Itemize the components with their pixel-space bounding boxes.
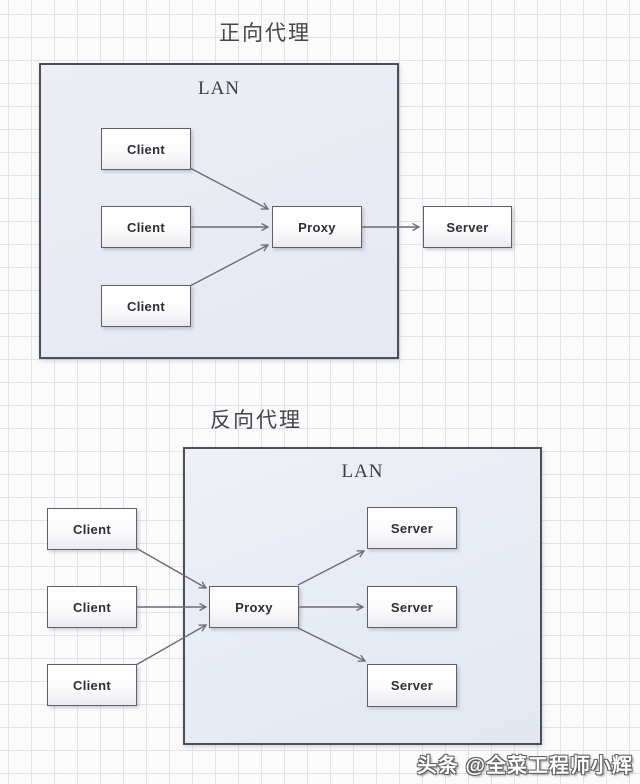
forward-lan-label: LAN xyxy=(197,78,241,99)
reverse-client-node-1: Client xyxy=(47,508,137,550)
reverse-server-node-2: Server xyxy=(367,586,457,628)
reverse-client-node-3: Client xyxy=(47,664,137,706)
forward-client-node-2: Client xyxy=(101,206,191,248)
toutiao-watermark: 头条 @全菜工程师小辉 xyxy=(416,755,633,777)
reverse-server-node-3: Server xyxy=(367,664,457,707)
forward-proxy-title: 正向代理 xyxy=(219,21,311,45)
reverse-proxy-node: Proxy xyxy=(209,586,299,628)
reverse-lan-label: LAN xyxy=(341,461,384,482)
forward-proxy-node: Proxy xyxy=(272,206,362,248)
forward-client-node-1: Client xyxy=(101,128,191,170)
reverse-client-node-2: Client xyxy=(47,586,137,628)
reverse-proxy-title: 反向代理 xyxy=(210,408,302,432)
reverse-server-node-1: Server xyxy=(367,507,457,549)
forward-server-node: Server xyxy=(423,206,512,248)
forward-client-node-3: Client xyxy=(101,285,191,327)
